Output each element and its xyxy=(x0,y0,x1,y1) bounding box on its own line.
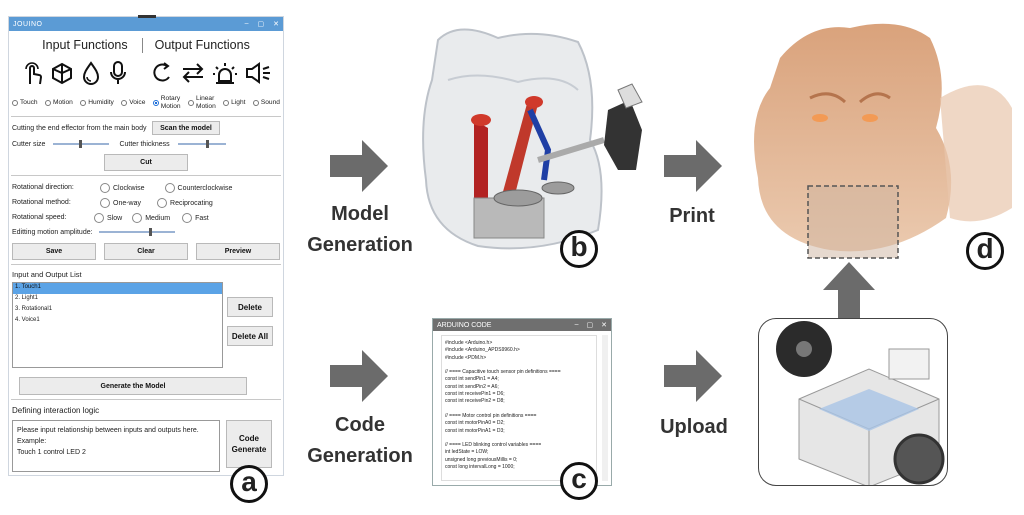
stage-code-generation: Code Generation xyxy=(307,414,413,467)
badge-d: d xyxy=(966,232,1004,270)
close-icon[interactable]: ✕ xyxy=(601,322,607,329)
cut-button[interactable]: Cut xyxy=(104,154,188,171)
one-way-option[interactable]: One-way xyxy=(94,197,141,208)
cutter-thickness-slider[interactable] xyxy=(177,140,226,148)
rot-method-label: Rotational method: xyxy=(12,199,71,206)
reciprocating-option[interactable]: Reciprocating xyxy=(151,197,213,208)
title-bar: JOUINO – ▢ ✕ xyxy=(9,17,283,31)
stage-model-generation: Model Generation xyxy=(307,203,413,256)
minimize-icon[interactable]: – xyxy=(244,20,249,27)
clockwise-option[interactable]: Clockwise xyxy=(94,182,145,193)
code-window-title: ARDUINO CODE xyxy=(437,321,492,329)
window-notch xyxy=(138,15,156,18)
list-item[interactable]: 1. Touch1 xyxy=(13,283,222,294)
jouino-window: JOUINO – ▢ ✕ Input Functions Output Func… xyxy=(8,16,284,476)
voice-icon[interactable] xyxy=(108,60,128,86)
model-render xyxy=(422,28,643,250)
slow-option[interactable]: Slow xyxy=(88,212,122,223)
preview-button[interactable]: Preview xyxy=(196,243,280,260)
scan-model-button[interactable]: Scan the model xyxy=(152,121,220,135)
motion-icon[interactable] xyxy=(50,61,74,85)
minimize-icon[interactable]: – xyxy=(574,321,579,328)
arduino-code-window: ARDUINO CODE – ▢ ✕ #include <Arduino.h> … xyxy=(432,318,612,486)
scrollbar[interactable] xyxy=(602,335,608,481)
delete-all-button[interactable]: Delete All xyxy=(227,326,273,346)
maximize-icon[interactable]: ▢ xyxy=(586,322,594,329)
input-functions-heading: Input Functions xyxy=(42,38,128,52)
list-item[interactable]: 2. Light1 xyxy=(15,295,39,301)
counterclockwise-option[interactable]: Counterclockwise xyxy=(159,182,232,193)
cutter-size-label: Cutter size xyxy=(12,140,46,148)
linear-motion-icon[interactable] xyxy=(181,62,205,84)
arrow-upload xyxy=(664,350,722,402)
close-icon[interactable]: ✕ xyxy=(273,21,279,28)
arrow-model-generation xyxy=(330,140,388,192)
stage-upload: Upload xyxy=(660,416,728,438)
rotary-motion-option[interactable]: Rotary Motion xyxy=(152,95,181,111)
arrow-code-generation xyxy=(330,350,388,402)
badge-b: b xyxy=(560,230,598,268)
clear-button[interactable]: Clear xyxy=(104,243,188,260)
rot-direction-label: Rotational direction: xyxy=(12,184,74,191)
medium-option[interactable]: Medium xyxy=(126,212,170,223)
cut-description: Cutting the end effector from the main b… xyxy=(12,124,147,132)
code-generate-button[interactable]: Code Generate xyxy=(226,420,272,468)
stage-print: Print xyxy=(669,205,715,227)
amplitude-slider[interactable] xyxy=(98,228,175,236)
fast-option[interactable]: Fast xyxy=(176,212,209,223)
rotary-motion-icon[interactable] xyxy=(152,61,174,85)
light-option[interactable]: Light xyxy=(223,99,245,107)
hardware-photo xyxy=(776,321,945,485)
touch-icon[interactable] xyxy=(21,60,43,86)
cutter-thickness-label: Cutter thickness xyxy=(119,140,170,148)
list-item[interactable]: 3. Rotational1 xyxy=(15,306,53,312)
arrow-print xyxy=(664,140,722,192)
list-item[interactable]: 4. Voice1 xyxy=(15,317,40,323)
hardware-photo-frame xyxy=(758,318,948,486)
light-icon[interactable] xyxy=(212,61,238,85)
window-title: JOUINO xyxy=(13,20,43,28)
logic-input[interactable]: Please input relationship between inputs… xyxy=(12,420,220,472)
voice-option[interactable]: Voice xyxy=(121,99,145,107)
sound-option[interactable]: Sound xyxy=(252,99,280,107)
arrow-up xyxy=(823,262,875,320)
badge-a: a xyxy=(230,465,268,503)
humidity-option[interactable]: Humidity xyxy=(80,99,114,107)
io-listbox[interactable]: 1. Touch1 2. Light1 3. Rotational1 4. Vo… xyxy=(12,282,223,368)
linear-motion-option[interactable]: Linear Motion xyxy=(187,95,216,111)
touch-option[interactable]: Touch xyxy=(12,99,38,107)
printed-character-photo xyxy=(754,23,1012,259)
delete-button[interactable]: Delete xyxy=(227,297,273,317)
output-functions-heading: Output Functions xyxy=(154,38,250,52)
cutter-size-slider[interactable] xyxy=(53,140,110,148)
code-text: #include <Arduino.h> #include <Arduino_A… xyxy=(441,335,597,481)
save-button[interactable]: Save xyxy=(12,243,96,260)
generate-model-button[interactable]: Generate the Model xyxy=(19,377,247,395)
motion-option[interactable]: Motion xyxy=(45,99,73,107)
amplitude-label: Editting motion amplitude: xyxy=(12,228,93,236)
badge-c: c xyxy=(560,462,598,500)
logic-title: Defining interaction logic xyxy=(12,405,100,415)
humidity-icon[interactable] xyxy=(81,61,101,85)
io-list-title: Input and Output List xyxy=(12,269,82,279)
rot-speed-label: Rotational speed: xyxy=(12,214,67,221)
sound-icon[interactable] xyxy=(245,62,271,84)
maximize-icon[interactable]: ▢ xyxy=(257,21,265,28)
